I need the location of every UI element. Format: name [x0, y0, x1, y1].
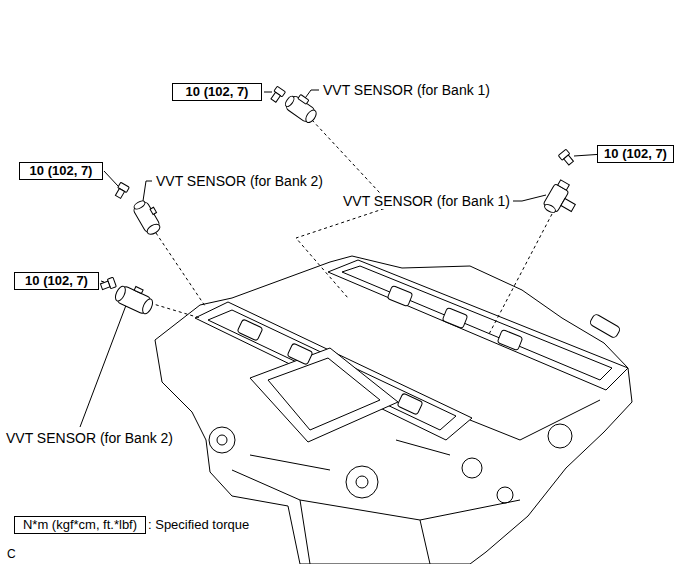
- part-name: VVT SENSOR (for Bank 2): [155, 173, 324, 189]
- pulley-hub: [217, 435, 227, 445]
- figure-code: C: [6, 546, 17, 562]
- torque-spec-box: 10 (102, 7): [597, 145, 674, 163]
- box-text: 10 (102, 7): [20, 274, 93, 288]
- fitting: [497, 487, 513, 503]
- bank1-cover: [342, 266, 612, 380]
- pulley: [209, 427, 235, 453]
- unit-legend-box: N*m (kgf*cm, ft.*lbf): [14, 516, 146, 534]
- hose: [250, 440, 450, 470]
- install-lines: [150, 120, 552, 336]
- bank2-head: [195, 302, 472, 440]
- vvt-sensors: [113, 90, 582, 316]
- part-name: VVT SENSOR (for Bank 2): [5, 430, 174, 446]
- part-name: VVT SENSOR (for Bank 1): [322, 82, 491, 98]
- fitting: [548, 424, 572, 448]
- block-line: [232, 470, 520, 520]
- fitting: [462, 458, 482, 478]
- legend-note: : Specified torque: [147, 517, 250, 533]
- pulley: [346, 466, 378, 498]
- torque-spec-box: 10 (102, 7): [19, 162, 103, 180]
- box-text: 10 (102, 7): [603, 147, 668, 161]
- block-line: [300, 500, 430, 564]
- block-line: [470, 400, 600, 440]
- part-name: VVT SENSOR (for Bank 1): [342, 193, 511, 209]
- bank1-head: [328, 260, 628, 390]
- box-text: 10 (102, 7): [178, 85, 256, 99]
- bolts: [100, 86, 575, 291]
- ignition-coils-bank1: [387, 285, 523, 350]
- torque-spec-box: 10 (102, 7): [14, 272, 99, 290]
- center-cover-inner: [268, 358, 380, 430]
- pulley-hub: [356, 476, 368, 488]
- box-text: 10 (102, 7): [25, 164, 97, 178]
- bank2-cover: [208, 310, 456, 430]
- ignition-coils-bank2: [237, 319, 423, 415]
- box-text: N*m (kgf*cm, ft.*lbf): [19, 518, 141, 532]
- torque-spec-box: 10 (102, 7): [172, 83, 262, 101]
- center-cover: [250, 348, 398, 442]
- pipe: [589, 313, 621, 338]
- leader-lines: [80, 90, 604, 427]
